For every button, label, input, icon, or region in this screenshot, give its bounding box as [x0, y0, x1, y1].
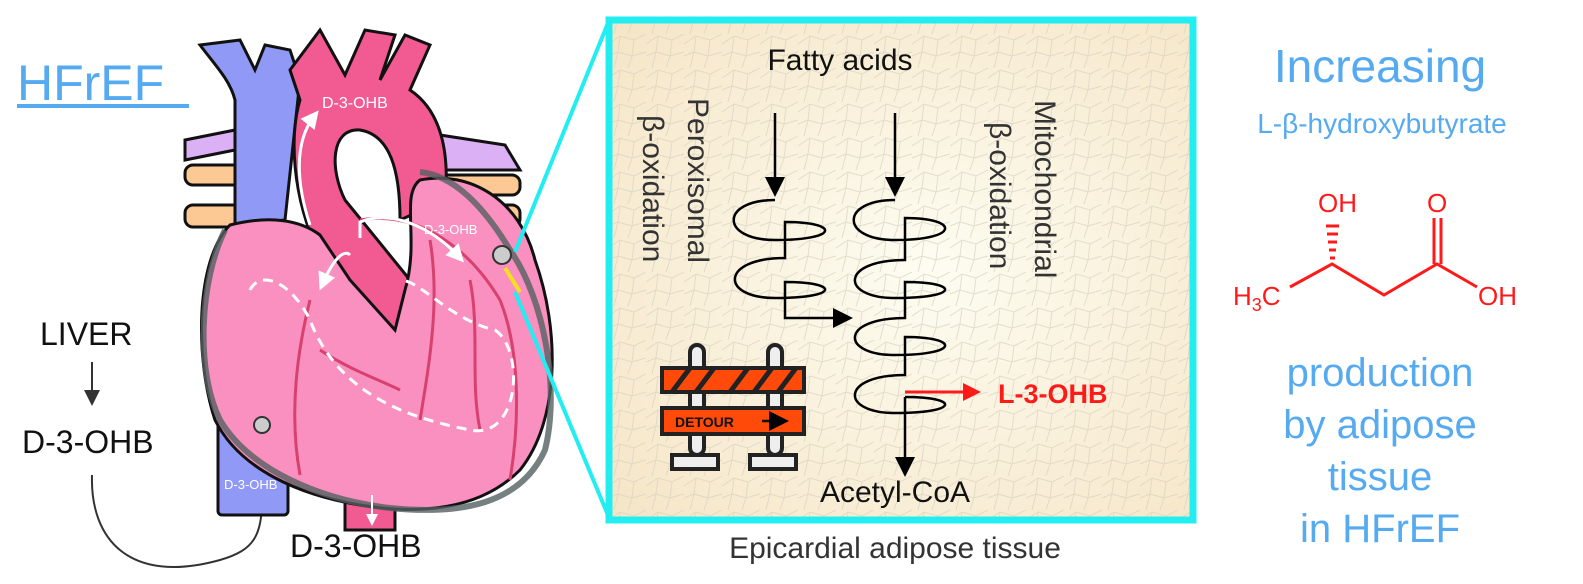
adipocyte-texture	[609, 20, 1193, 520]
hfref-title: HFrEF	[17, 55, 164, 111]
description-line-2: by adipose	[1283, 403, 1476, 447]
yellow-lead	[503, 266, 522, 294]
zoom-line-bottom	[513, 291, 612, 521]
aorta-label: D-3-OHB	[322, 95, 388, 112]
description-line-4: in HFrEF	[1300, 507, 1460, 551]
heart-illustration: D-3-OHB D-3-OHB D-3-OHB	[183, 27, 554, 532]
carbon-chain	[1289, 262, 1478, 297]
sensor-marker	[253, 416, 271, 434]
description-line-3: tissue	[1328, 455, 1433, 499]
coronary-flow-arrow	[358, 216, 465, 263]
panel-caption: Epicardial adipose tissue	[729, 532, 1061, 565]
carbonyl-oxygen-label: O	[1427, 188, 1447, 218]
peroxisomal-oxidation-label: β-oxidation	[636, 115, 669, 262]
superior-vena-cava	[197, 38, 302, 227]
peroxisomal-label: Peroxisomal	[681, 98, 714, 263]
fatty-acids-label: Fatty acids	[767, 44, 912, 77]
peroxisomal-cycle	[732, 198, 853, 328]
dashed-flow-path	[248, 278, 515, 433]
acetyl-coa-label: Acetyl-CoA	[820, 476, 970, 509]
mitochondrial-cycle	[852, 198, 947, 415]
aorta-flow-arrow	[297, 110, 319, 226]
compound-name: L-β-hydroxybutyrate	[1257, 108, 1507, 139]
l-3-ohb-label: L-3-OHB	[998, 379, 1108, 409]
methyl-label: H3C	[1233, 281, 1281, 315]
acid-hydroxyl-label: OH	[1478, 281, 1517, 311]
coronary-label: D-3-OHB	[424, 222, 477, 237]
molecule-structure: OH O OH H3C	[1233, 188, 1517, 315]
mitochondrial-oxidation-label: β-oxidation	[983, 122, 1016, 269]
adipose-panel: Fatty acids Peroxisomal β-oxidation Mito…	[605, 16, 1197, 524]
hydroxyl-label: OH	[1318, 188, 1357, 218]
detour-sign-label: DETOUR	[675, 414, 734, 430]
detour-barricade-icon: DETOUR	[660, 343, 806, 471]
hashed-wedge	[1326, 224, 1339, 260]
left-section: HFrEF LIVER D-3-OHB	[17, 55, 270, 568]
vena-cava-label: D-3-OHB	[224, 477, 277, 492]
left-flow-arrow	[318, 251, 352, 291]
hfref-underline	[17, 104, 189, 108]
right-section: Increasing L-β-hydroxybutyrate OH O OH H…	[1233, 40, 1517, 551]
liver-product-label: D-3-OHB	[22, 424, 154, 460]
outflow-label: D-3-OHB	[290, 528, 422, 564]
pulmonary-vessel	[183, 128, 237, 162]
sensor-marker	[492, 245, 512, 265]
liver-label: LIVER	[40, 316, 132, 352]
panel-border	[605, 16, 1197, 524]
circulation-arrow	[90, 474, 270, 568]
mitochondrial-label: Mitochondrial	[1028, 100, 1061, 278]
description-line-1: production	[1287, 351, 1474, 395]
zoom-line-top	[513, 17, 612, 253]
increasing-heading: Increasing	[1274, 40, 1486, 92]
pulmonary-vessel	[438, 133, 523, 172]
